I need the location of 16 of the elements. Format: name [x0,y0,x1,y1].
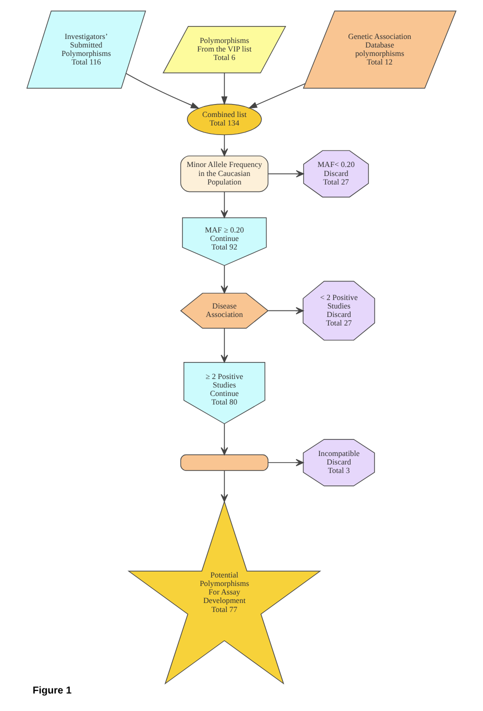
node-box [180,454,268,471]
node-ellipse: Combined list Total 134 [186,104,262,136]
arrow [220,134,228,156]
arrow [220,192,228,218]
arrow [220,423,228,456]
node-box: Minor Allele Frequency in the Caucasian Population [180,156,268,192]
caption: Figure 1 [32,686,72,697]
arrow [268,307,304,314]
arrow [268,170,304,178]
arrow [220,265,228,294]
arrow [221,72,228,106]
arrow [248,83,306,108]
arrow [268,458,304,466]
arrow [126,72,200,109]
arrow [220,470,228,502]
arrow [220,328,228,363]
